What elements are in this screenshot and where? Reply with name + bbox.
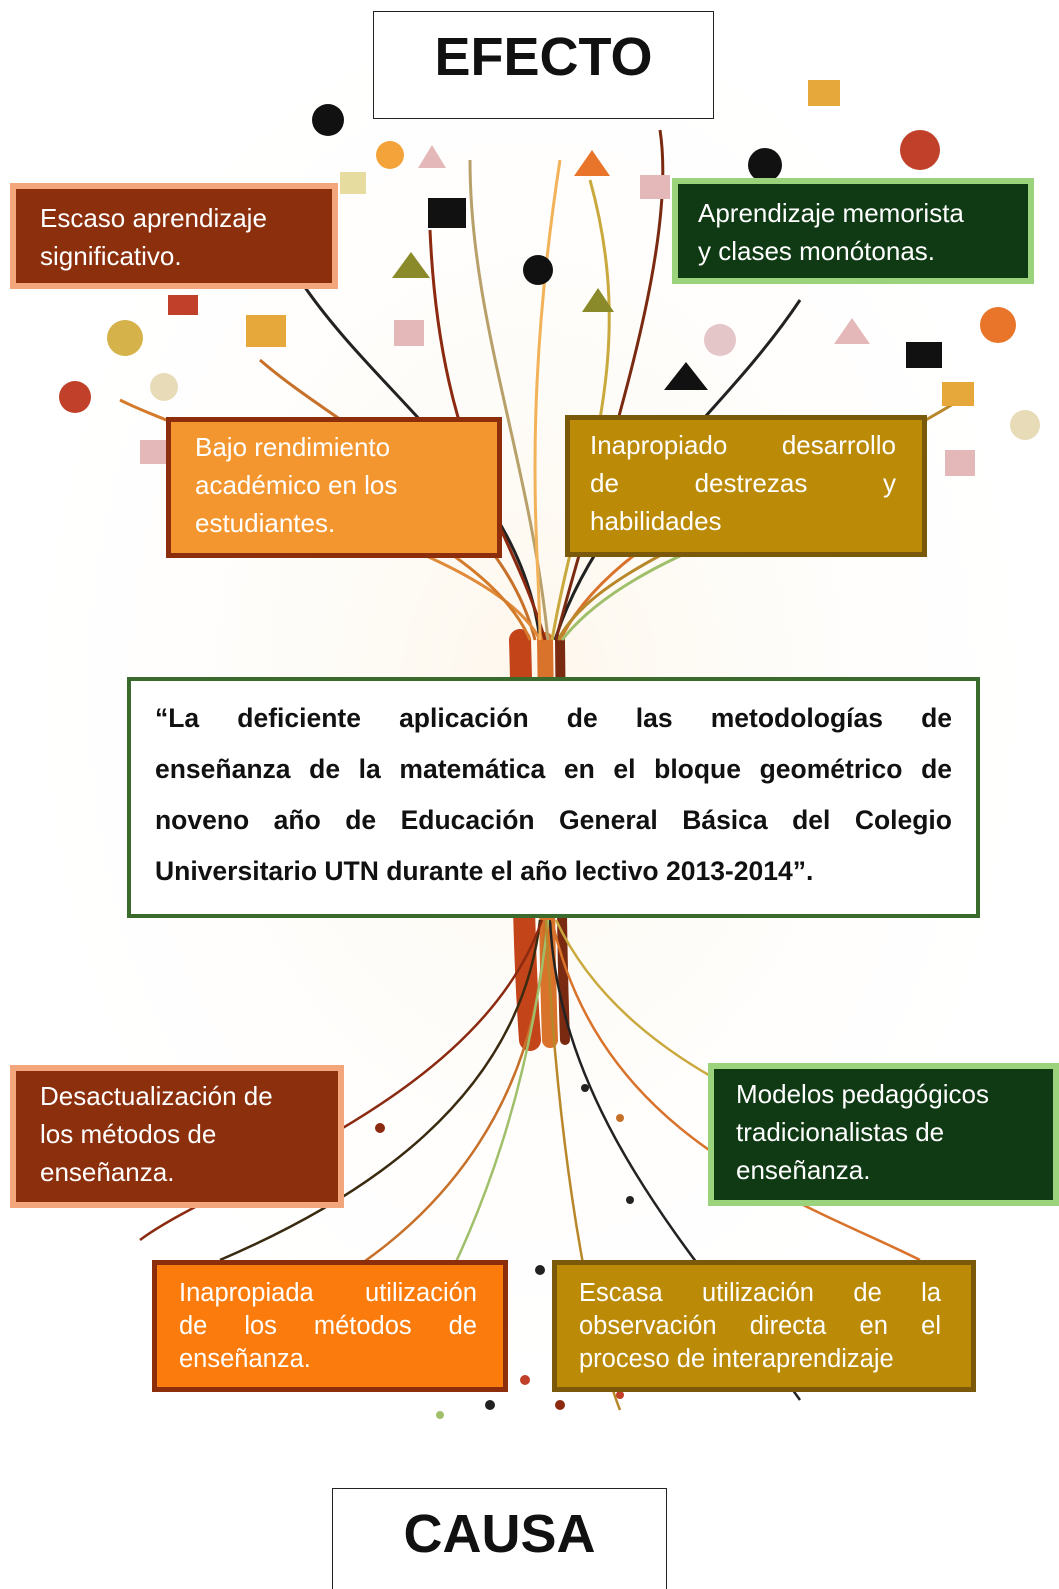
cause-line: proceso de interaprendizaje (579, 1345, 894, 1373)
cause-line: Escasa utilización de la (579, 1279, 941, 1307)
effect-title-box: EFECTO (373, 11, 714, 119)
effect-line: académico en los (195, 470, 398, 500)
problem-statement-box: “La deficiente aplicación de las metodol… (127, 677, 980, 918)
effect-line: habilidades (590, 506, 722, 536)
cause-box-escasa-observacion: Escasa utilización de la observación dir… (552, 1260, 976, 1392)
cause-line: tradicionalistas de (736, 1117, 945, 1147)
cause-box-modelos: Modelos pedagógicos tradicionalistas de … (708, 1063, 1059, 1206)
effect-box-escaso: Escaso aprendizaje significativo. (10, 183, 338, 289)
effect-line: significativo. (40, 241, 182, 271)
problem-line: enseñanza de la matemática en el bloque … (155, 754, 952, 784)
effect-box-bajo-rendimiento: Bajo rendimiento académico en los estudi… (166, 417, 502, 558)
cause-box-desactualizacion: Desactualización de los métodos de enseñ… (10, 1065, 344, 1208)
cause-line: los métodos de (40, 1119, 217, 1149)
effect-line: Escaso aprendizaje (40, 203, 267, 233)
effect-line: de destrezas y (590, 468, 896, 498)
effect-title: EFECTO (434, 27, 653, 87)
cause-line: enseñanza. (40, 1157, 175, 1187)
effect-box-inapropiado-desarrollo: Inapropiado desarrollo de destrezas y ha… (565, 415, 927, 557)
cause-line: Modelos pedagógicos (736, 1079, 989, 1109)
root-dots (375, 1084, 909, 1419)
problem-line: noveno año de Educación General Básica d… (155, 805, 952, 835)
cause-title: CAUSA (403, 1504, 596, 1564)
cause-box-inapropiada-utilizacion: Inapropiada utilización de los métodos d… (152, 1260, 508, 1392)
cause-line: enseñanza. (736, 1155, 871, 1185)
effect-line: Aprendizaje memorista (698, 198, 964, 228)
cause-line: Desactualización de (40, 1081, 273, 1111)
cause-line: Inapropiada utilización (179, 1279, 477, 1307)
effect-line: Bajo rendimiento (195, 432, 391, 462)
cause-line: observación directa en el (579, 1312, 941, 1340)
effect-line: Inapropiado desarrollo (590, 430, 896, 460)
problem-line: Universitario UTN durante el año lectivo… (155, 856, 814, 886)
problem-line: “La deficiente aplicación de las metodol… (155, 703, 952, 733)
effect-box-memorista: Aprendizaje memorista y clases monótonas… (672, 178, 1034, 284)
effect-line: estudiantes. (195, 508, 336, 538)
cause-line: de los métodos de (179, 1312, 477, 1340)
effect-line: y clases monótonas. (698, 236, 936, 266)
cause-line: enseñanza. (179, 1345, 311, 1373)
cause-title-box: CAUSA (332, 1488, 667, 1589)
